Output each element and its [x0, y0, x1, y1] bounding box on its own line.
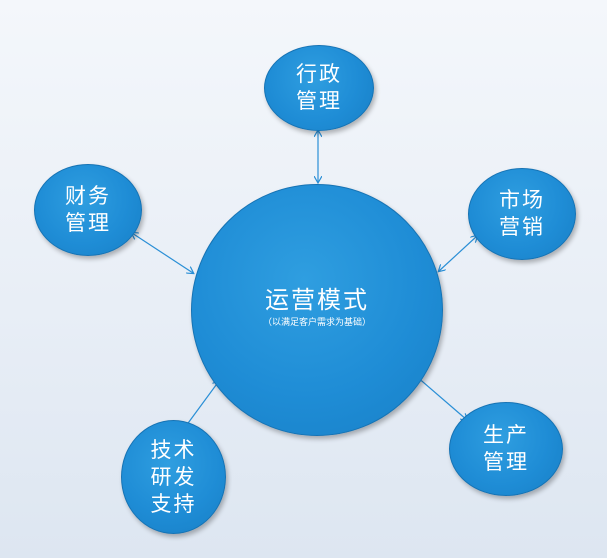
connector-market: [439, 236, 477, 271]
node-production-line-2: 管理: [483, 450, 529, 474]
node-marketing-line-1: 市场: [499, 188, 545, 212]
node-tech-line-2: 研发: [150, 464, 197, 489]
node-tech-line-1: 技术: [150, 437, 197, 462]
node-finance-line-2: 管理: [65, 211, 111, 235]
center-title: 运营模式: [265, 286, 369, 314]
connector-finance: [132, 233, 193, 273]
node-administration-line-2: 管理: [296, 89, 342, 113]
node-marketing: 市场 营销: [468, 168, 576, 260]
center-node-operation-model: 运营模式 （以满足客户需求为基础）: [191, 184, 443, 436]
node-production: 生产 管理: [449, 402, 563, 496]
node-administration-line-1: 行政: [296, 62, 342, 86]
node-tech-line-3: 支持: [150, 491, 197, 516]
node-finance-line-1: 财务: [65, 184, 111, 208]
node-tech-rd-support: 技术 研发 支持: [121, 420, 226, 534]
node-administration: 行政 管理: [264, 45, 374, 131]
connector-production: [416, 376, 467, 420]
node-production-line-1: 生产: [483, 423, 529, 447]
node-marketing-line-2: 营销: [499, 215, 545, 239]
node-finance: 财务 管理: [34, 164, 142, 256]
center-subtitle: （以满足客户需求为基础）: [262, 318, 371, 328]
